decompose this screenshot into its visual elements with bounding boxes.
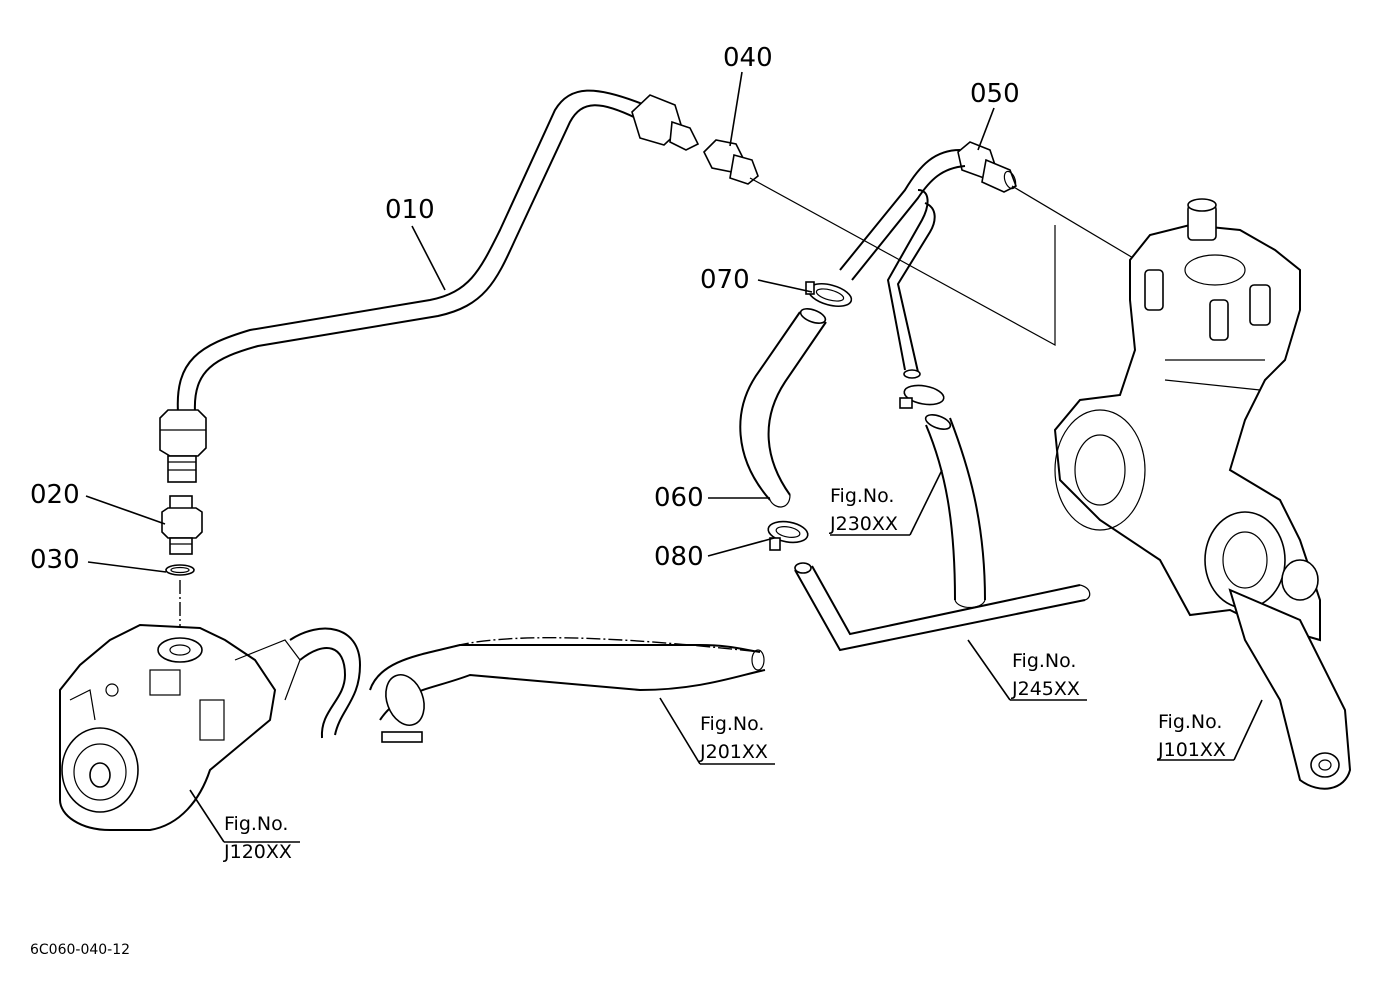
part-label-020: 020 — [30, 480, 80, 510]
part-label-080: 080 — [654, 542, 704, 572]
fig-ref-j120-title: Fig.No. — [224, 813, 288, 835]
fig-ref-j201-code: J201XX — [699, 741, 768, 763]
part-label-010: 010 — [385, 195, 435, 225]
fig-ref-j245-title: Fig.No. — [1012, 650, 1076, 672]
o-ring-030 — [165, 564, 195, 576]
part-label-070: 070 — [700, 265, 750, 295]
fig-ref-j245-code: J245XX — [1011, 678, 1080, 700]
fig-ref-j101-title: Fig.No. — [1158, 711, 1222, 733]
hydraulic-pump — [59, 623, 301, 831]
callout-leaders — [85, 71, 1263, 843]
fig-ref-j230-title: Fig.No. — [830, 485, 894, 507]
fig-ref-j201-title: Fig.No. — [700, 713, 764, 735]
fig-ref-j230-code: J230XX — [829, 513, 898, 535]
hose-j230 — [899, 384, 986, 609]
part-label-040: 040 — [723, 43, 773, 73]
return-pipe-j245 — [794, 562, 1091, 652]
pipe-050-branch — [839, 149, 966, 379]
fig-ref-j101-code: J101XX — [1157, 739, 1226, 761]
part-label-030: 030 — [30, 545, 80, 575]
hose-060 — [739, 308, 827, 508]
drawing-code: 6C060-040-12 — [30, 942, 130, 958]
clamp-070 — [805, 281, 853, 308]
part-label-050: 050 — [970, 79, 1020, 109]
fitting-050 — [957, 141, 1018, 193]
assembly-line-040 — [749, 177, 1056, 347]
suction-hose-j201 — [289, 627, 766, 743]
clamp-080 — [767, 520, 809, 551]
part-label-060: 060 — [654, 483, 704, 513]
fitting-040 — [703, 139, 759, 185]
fitting-020 — [161, 495, 203, 555]
pipe-010 — [159, 89, 700, 483]
assembly-line-050 — [1011, 185, 1151, 269]
fig-ref-j120-code: J120XX — [223, 841, 292, 863]
steering-unit — [1053, 198, 1352, 790]
